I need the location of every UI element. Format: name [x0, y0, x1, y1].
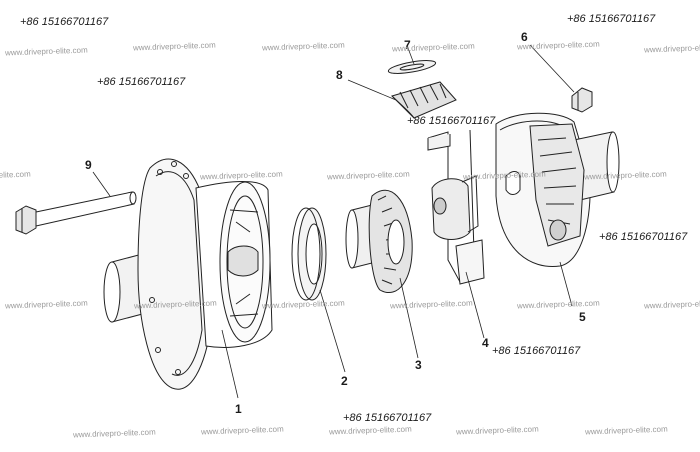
- callout-part-9: 9: [85, 158, 92, 172]
- watermark-phone: +86 15166701167: [407, 115, 496, 127]
- part-1-hub-housing: [103, 158, 273, 390]
- watermark-phone: +86 15166701167: [599, 231, 688, 243]
- watermark-url: www.drivepro-elite.com: [643, 42, 700, 55]
- callout-part-7: 7: [404, 38, 411, 52]
- watermark-phone: +86 15166701167: [20, 16, 109, 28]
- part-2-thrust-washer: [291, 207, 327, 301]
- watermark-phone: +86 15166701167: [492, 345, 581, 357]
- part-4-cross-shaft: [427, 129, 485, 285]
- callout-part-1: 1: [235, 402, 242, 416]
- callout-part-4: 4: [482, 336, 489, 350]
- part-3-side-gear: [345, 189, 413, 293]
- callout-part-8: 8: [336, 68, 343, 82]
- part-6-nut: [571, 87, 593, 113]
- callout-part-2: 2: [341, 374, 348, 388]
- leader-lines: [92, 44, 575, 399]
- watermark-phone: +86 15166701167: [567, 13, 656, 25]
- callout-part-3: 3: [415, 358, 422, 372]
- part-8-pinion-gear: [391, 81, 457, 119]
- watermark-url: www.drivepro-elite.com: [643, 298, 700, 311]
- watermark-phone: +86 15166701167: [343, 412, 432, 424]
- watermark-phone: +86 15166701167: [97, 76, 186, 88]
- part-7-shim: [387, 60, 437, 74]
- part-9-bolt: [15, 191, 137, 235]
- part-5-differential-case: [495, 112, 620, 267]
- callout-part-5: 5: [579, 310, 586, 324]
- callout-part-6: 6: [521, 30, 528, 44]
